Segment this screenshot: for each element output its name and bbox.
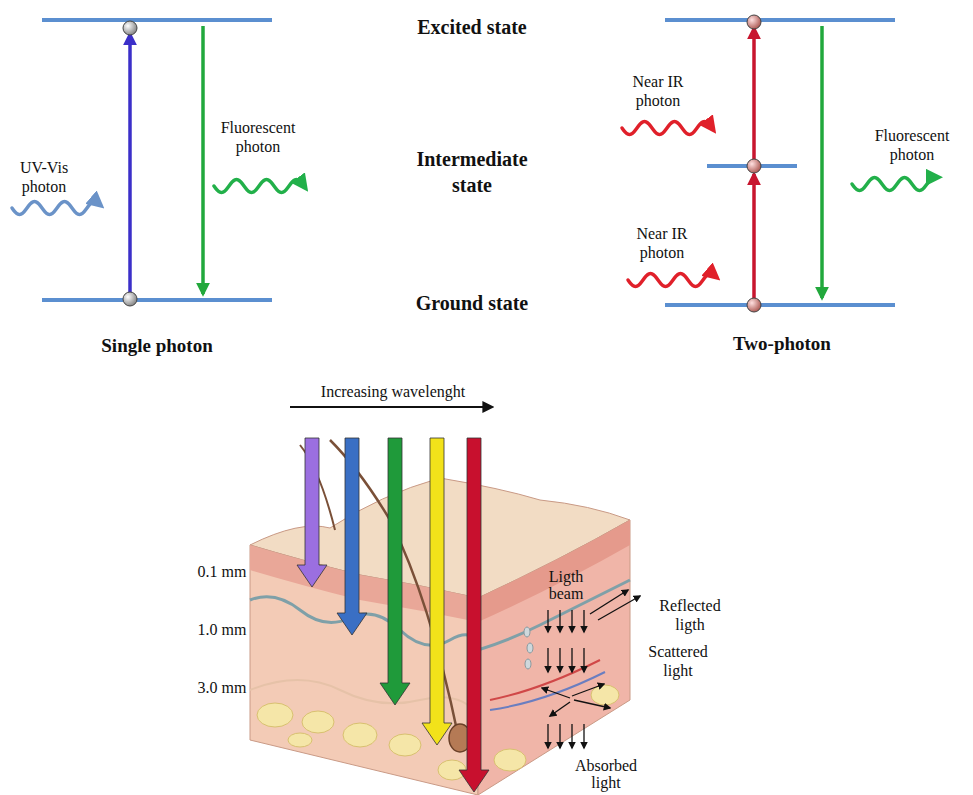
label: 3.0 mm bbox=[192, 678, 252, 697]
label: Two-photon bbox=[672, 332, 892, 356]
label: 1.0 mm bbox=[192, 620, 252, 639]
photon-wave bbox=[852, 177, 936, 190]
label: UV-Vis photon bbox=[6, 158, 82, 196]
label: Ground state bbox=[362, 290, 582, 316]
label: Intermediate state bbox=[397, 146, 547, 198]
label: Fluorescent photon bbox=[862, 126, 962, 164]
label: Near IR photon bbox=[617, 224, 707, 262]
label: Absorbed light bbox=[564, 757, 648, 791]
energy-levels bbox=[42, 20, 895, 305]
light-arrows bbox=[542, 590, 640, 748]
electron-dots bbox=[123, 15, 761, 312]
photon-wave bbox=[12, 201, 99, 214]
photon-waves bbox=[12, 121, 936, 286]
photon-wave bbox=[628, 273, 715, 286]
label: Near IR photon bbox=[613, 72, 703, 110]
label: Single photon bbox=[47, 334, 267, 358]
penetration-arrows bbox=[297, 438, 489, 792]
label: Reflected ligth bbox=[648, 596, 732, 634]
label: Fluorescent photon bbox=[208, 118, 308, 156]
label: Increasing wavelenght bbox=[273, 382, 513, 401]
label: Scattered light bbox=[636, 642, 720, 680]
label: 0.1 mm bbox=[192, 562, 252, 581]
photon-wave bbox=[622, 121, 712, 134]
label: Ligth beam bbox=[536, 568, 596, 602]
wavelength-arrow bbox=[290, 406, 492, 408]
photon-wave bbox=[214, 179, 304, 192]
transition-arrows bbox=[130, 26, 822, 299]
label: Excited state bbox=[362, 14, 582, 40]
